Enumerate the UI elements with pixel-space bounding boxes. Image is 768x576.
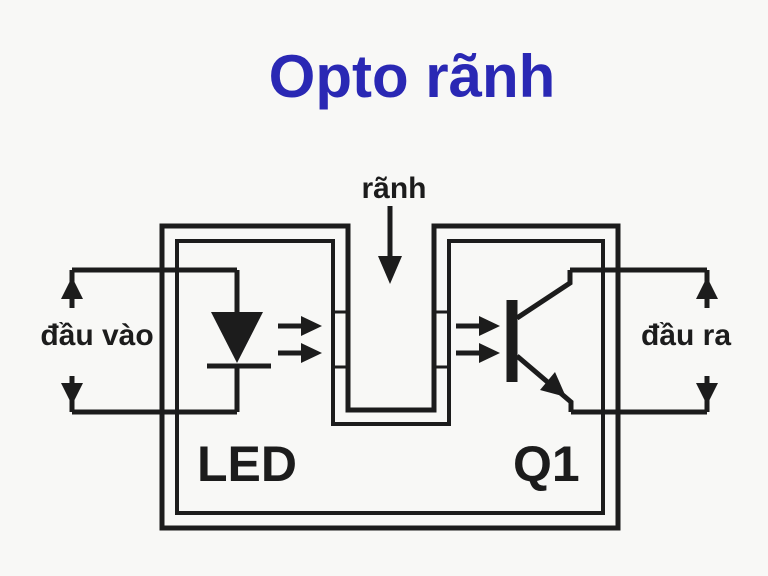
led-part-label: LED	[197, 436, 297, 492]
light-reception-arrow-top	[456, 316, 500, 336]
transistor-emitter-arrowhead	[540, 372, 566, 397]
output-terminal-arrow-up	[696, 270, 718, 308]
slot-label: rãnh	[361, 172, 426, 205]
output-terminal-arrow-down	[696, 376, 718, 412]
phototransistor-symbol	[506, 270, 574, 412]
slot-pointer-arrow	[378, 206, 402, 284]
light-reception-arrow-bottom	[456, 343, 500, 363]
light-emission-arrow-bottom	[278, 343, 322, 363]
transistor-collector	[515, 270, 573, 321]
input-terminal-arrow-up	[61, 270, 83, 308]
input-terminal-arrow-down	[61, 376, 83, 412]
output-label: đầu ra	[641, 319, 731, 352]
housing-inner-outline	[175, 239, 605, 515]
input-label: đầu vào	[40, 319, 153, 352]
light-emission-arrow-top	[278, 316, 322, 336]
housing-outer-outline	[159, 223, 621, 531]
transistor-emitter	[515, 354, 574, 412]
page-title: Opto rãnh	[269, 43, 556, 110]
led-symbol	[207, 270, 271, 412]
transistor-part-label: Q1	[513, 436, 580, 492]
led-triangle	[211, 312, 263, 363]
